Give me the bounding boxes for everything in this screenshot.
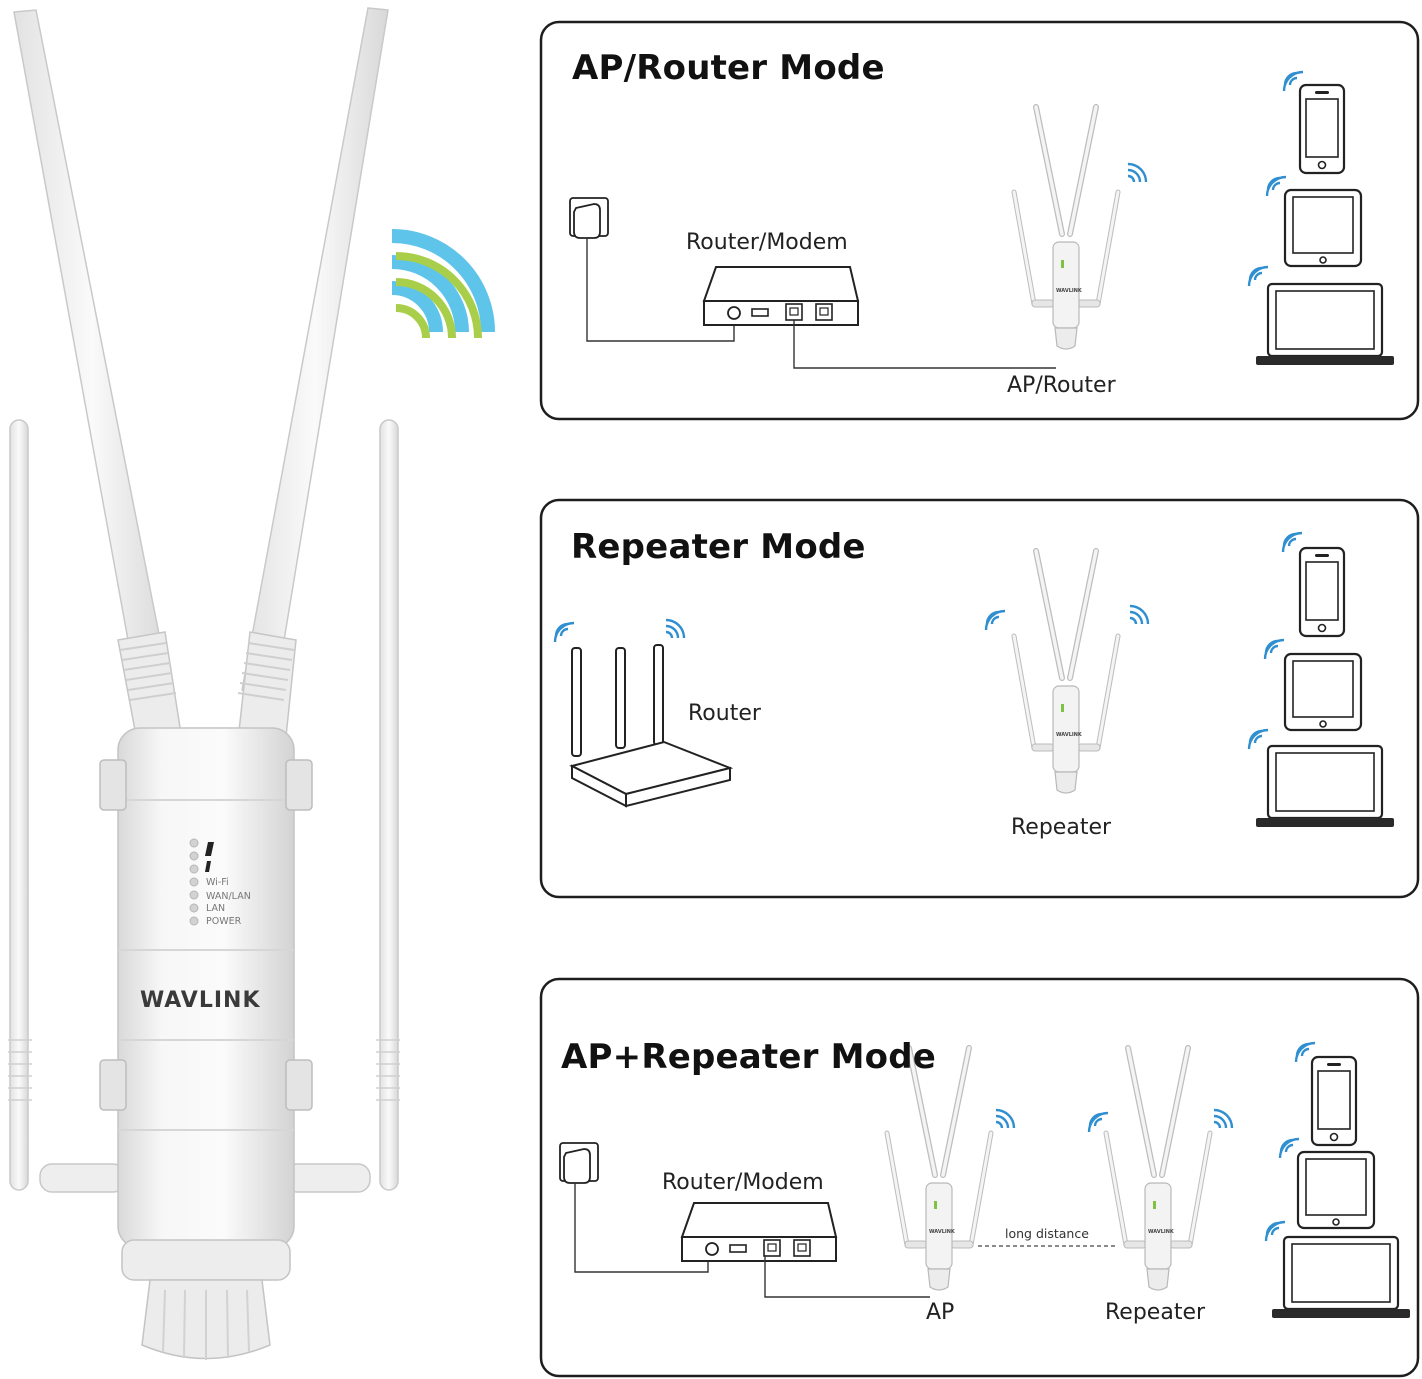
led-label-wifi: Wi-Fi — [206, 877, 229, 888]
antenna-right-short — [284, 419, 400, 1193]
label-router-modem: Router/Modem — [686, 230, 848, 255]
router-modem-icon — [703, 266, 859, 326]
router-body — [99, 727, 313, 1360]
wifi-signal-icon — [391, 229, 495, 339]
laptop-icon — [1254, 282, 1396, 367]
laptop-icon — [1254, 744, 1396, 829]
phone-icon — [1310, 1055, 1358, 1147]
cable-power — [586, 238, 735, 342]
cable-power — [574, 1183, 709, 1273]
phone-icon — [1298, 83, 1346, 175]
product-image — [8, 7, 495, 1360]
led-label-wan-lan: WAN/LAN — [206, 891, 251, 902]
brand-logo: WAVLINK — [140, 988, 261, 1013]
label-ap: AP — [926, 1300, 955, 1325]
router-icon — [569, 644, 734, 808]
cable-ethernet — [793, 320, 1056, 369]
panel-title-ap-repeater: AP+Repeater Mode — [561, 1037, 937, 1077]
panel-title-ap-router: AP/Router Mode — [572, 48, 885, 88]
led-label-power: POWER — [206, 916, 242, 927]
label-repeater: Repeater — [1011, 815, 1112, 840]
phone-icon — [1298, 546, 1346, 638]
laptop-icon — [1270, 1235, 1412, 1320]
panel-title-repeater: Repeater Mode — [571, 527, 866, 567]
tablet-icon — [1283, 188, 1363, 268]
tablet-icon — [1296, 1150, 1376, 1230]
label-router: Router — [688, 701, 761, 726]
router-modem-icon — [681, 1202, 837, 1262]
panel-ap-repeater-box — [539, 977, 1420, 1378]
label-router-modem: Router/Modem — [662, 1170, 824, 1195]
tablet-icon — [1283, 652, 1363, 732]
power-plug-icon — [559, 1142, 599, 1184]
power-plug-icon — [569, 197, 609, 239]
label-repeater: Repeater — [1105, 1300, 1206, 1325]
cable-ethernet — [764, 1255, 930, 1298]
led-label-lan: LAN — [206, 903, 226, 914]
antenna-right-long — [237, 7, 389, 747]
antenna-left-long — [13, 9, 183, 747]
antenna-left-short — [8, 419, 126, 1193]
label-long-distance: long distance — [1005, 1226, 1089, 1241]
panel-repeater-box — [539, 498, 1420, 899]
label-ap-router: AP/Router — [1007, 373, 1116, 398]
